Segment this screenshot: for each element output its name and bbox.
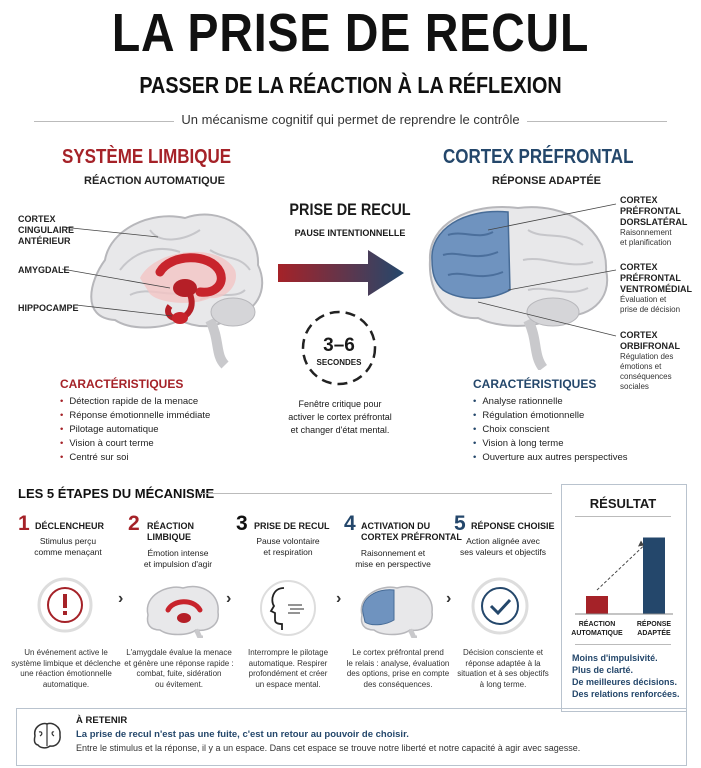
list-item: Des relations renforcées. (572, 689, 680, 699)
list-item: Choix conscient (473, 423, 628, 437)
list-item: Régulation émotionnelle (473, 409, 628, 423)
step-2-desc: L'amygdale évalue la menace et génère un… (124, 648, 234, 689)
step-1-desc: Un événement active le système limbique … (11, 648, 121, 689)
step-4-desc: Le cortex préfrontal prend le relais : a… (346, 648, 450, 689)
page-subtitle: PASSER DE LA RÉACTION À LA RÉFLEXION (139, 72, 562, 98)
divider-right (527, 121, 667, 122)
list-item: Vision à court terme (60, 437, 210, 451)
result-divider (575, 644, 671, 645)
result-benefits: Moins d'impulsivité. Plus de clarté. De … (572, 652, 680, 700)
step-4-head: ACTIVATION DU CORTEX PRÉFRONTAL (361, 521, 462, 542)
list-item: Ouverture aux autres perspectives (473, 451, 627, 465)
limbic-char-title: CARACTÉRISTIQUES (60, 377, 184, 391)
list-item: Détection rapide de la menace (60, 395, 210, 409)
step-2-head: RÉACTION LIMBIQUE (147, 521, 194, 542)
result-bar-chart (575, 537, 673, 615)
checkmark-icon (471, 577, 529, 635)
step-3-head: PRISE DE RECUL (254, 521, 330, 531)
transition-arrow-icon (278, 250, 404, 296)
limbic-char-list: Détection rapide de la menace Réponse ém… (60, 395, 210, 465)
center-title: PRISE DE RECUL (289, 200, 411, 219)
trend-arrow-line (596, 545, 645, 591)
brain-blue-icon (360, 585, 433, 638)
label-ventromedial: CORTEX PRÉFRONTAL VENTROMÉDIAL Évaluatio… (620, 262, 692, 314)
step-3-number: 3 (236, 512, 248, 535)
limbic-subtitle: RÉACTION AUTOMATIQUE (84, 175, 225, 187)
list-item: Plus de clarté. (572, 665, 634, 675)
label-orbitofrontal: CORTEX ORBIFRONAL Régulation des émotion… (620, 330, 680, 391)
breathing-head-icon (260, 580, 316, 636)
step-5-desc: Décision consciente et réponse adaptée à… (457, 648, 549, 689)
step-2-number: 2 (128, 512, 140, 535)
chevron-right-icon: › (226, 590, 232, 607)
list-item: Réponse émotionnelle immédiate (60, 409, 210, 423)
label-amygdala: AMYGDALE (18, 265, 70, 275)
brain-outline-icon (33, 722, 61, 749)
step-2-sub: Émotion intense et impulsion d'agir (143, 548, 213, 569)
prefrontal-brain-illustration (428, 203, 617, 370)
step-4-sub: Raisonnement et mise en perspective (355, 548, 431, 569)
step-3-sub: Pause volontaire et respiration (256, 536, 320, 557)
list-item: Analyse rationnelle (473, 395, 628, 409)
retenir-line2: Entre le stimulus et la réponse, il y a … (76, 743, 581, 753)
chevron-right-icon: › (336, 590, 342, 607)
result-divider (575, 516, 671, 517)
limbic-brain-illustration (61, 213, 264, 369)
label-hippocampus: HIPPOCAMPE (18, 303, 79, 313)
steps-divider (200, 493, 552, 494)
center-subtitle: PAUSE INTENTIONNELLE (294, 228, 406, 238)
step-5-sub: Action alignée avec ses valeurs et objec… (460, 536, 546, 557)
result-bar-1 (586, 596, 608, 614)
brain-red-icon (146, 585, 219, 638)
brain-red-icon (90, 213, 264, 369)
list-item: Vision à long terme (473, 437, 628, 451)
result-bar-label-2: RÉPONSE ADAPTÉE (636, 621, 672, 637)
step-5-head: RÉPONSE CHOISIE (471, 521, 555, 531)
chevron-right-icon: › (446, 590, 452, 607)
result-box (561, 484, 687, 712)
list-item: De meilleures décisions. (572, 677, 678, 687)
step-1-number: 1 (18, 512, 30, 535)
retenir-title: À RETENIR (76, 715, 128, 726)
step-3-desc: Interrompre le pilotage automatique. Res… (247, 648, 329, 689)
tagline: Un mécanisme cognitif qui permet de repr… (181, 112, 520, 127)
step-4-number: 4 (344, 512, 356, 535)
step-1-sub: Stimulus perçu comme menaçant (34, 536, 102, 557)
list-item: Pilotage automatique (60, 423, 210, 437)
trend-arrow-head (638, 540, 644, 547)
label-cingulate: CORTEX CINGULAIRE ANTÉRIEUR (18, 214, 74, 246)
list-item: Moins d'impulsivité. (572, 653, 658, 663)
prefrontal-char-title: CARACTÉRISTIQUES (473, 377, 597, 391)
prefrontal-title: CORTEX PRÉFRONTAL (443, 146, 634, 168)
page-title: LA PRISE DE RECUL (111, 3, 590, 63)
retenir-line1: La prise de recul n'est pas une fuite, c… (76, 729, 409, 740)
result-bar-label-1: RÉACTION AUTOMATIQUE (571, 621, 623, 637)
timer-dashed-circle-icon (301, 310, 377, 386)
step-5-number: 5 (454, 512, 466, 535)
result-title: RÉSULTAT (589, 496, 657, 511)
limbic-title: SYSTÈME LIMBIQUE (62, 146, 232, 168)
prefrontal-subtitle: RÉPONSE ADAPTÉE (492, 175, 602, 187)
steps-title: LES 5 ÉTAPES DU MÉCANISME (18, 486, 215, 501)
seconds-value: 3–6 (323, 335, 355, 356)
brain-blue-icon (428, 206, 609, 370)
seconds-label: SECONDES (316, 358, 362, 367)
result-bar-2 (643, 537, 665, 614)
alert-icon (37, 577, 93, 633)
divider-left (34, 121, 174, 122)
retenir-box (16, 708, 687, 766)
list-item: Centré sur soi (60, 451, 210, 465)
chevron-right-icon: › (118, 590, 124, 607)
step-1-head: DÉCLENCHEUR (35, 521, 105, 531)
prefrontal-char-list: Analyse rationnelle Régulation émotionne… (473, 395, 628, 465)
label-dorsolateral: CORTEX PRÉFRONTAL DORSLATÉRAL Raisonneme… (620, 195, 688, 247)
center-desc: Fenêtre critique pour activer le cortex … (288, 399, 392, 435)
